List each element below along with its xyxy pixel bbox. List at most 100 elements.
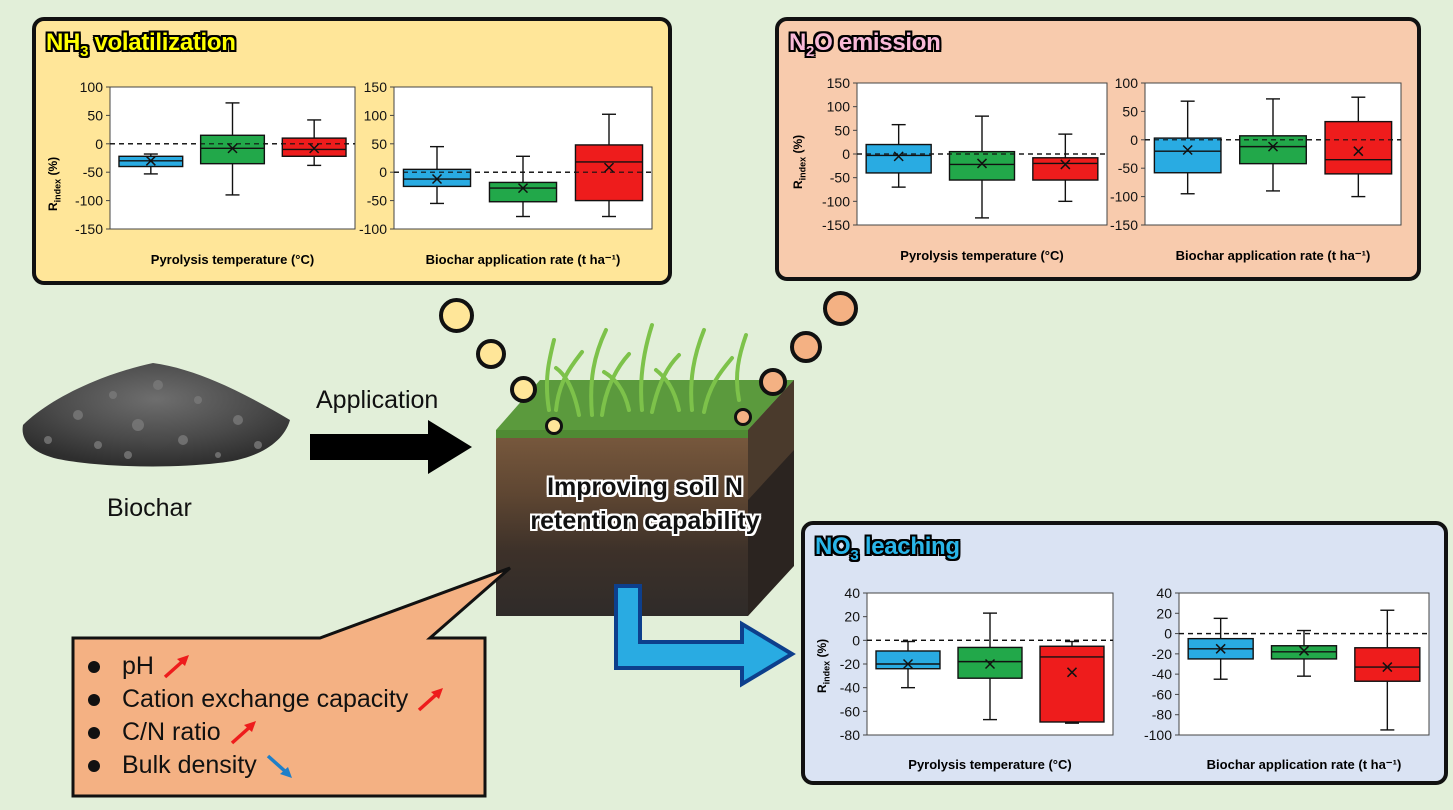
- y-tick-label: -80: [840, 727, 860, 743]
- y-tick-label: 100: [827, 99, 851, 115]
- y-tick-label: 0: [1130, 132, 1138, 148]
- mean-marker: [976, 158, 988, 169]
- y-tick-label: -150: [75, 221, 103, 237]
- y-tick-label: 0: [95, 136, 103, 152]
- application-label: Application: [316, 386, 439, 414]
- nh3-panel: NH3 volatilization Rindex (%) 100 50 0 -50 -…: [32, 17, 672, 285]
- no3-title: NO3 leaching: [815, 533, 960, 564]
- y-tick-label: 40: [1156, 585, 1172, 601]
- box-iqr: [1032, 157, 1099, 181]
- box-iqr: [948, 150, 1016, 181]
- no3-chart-rate: 40 20 0 -20 -40 -60 -80 -100: [1144, 585, 1430, 743]
- biochar-label: Biochar: [107, 494, 192, 522]
- box-iqr: [1039, 645, 1105, 723]
- mean-marker: [1066, 667, 1078, 678]
- y-tick-label: -40: [840, 680, 860, 696]
- box-iqr: [1239, 135, 1307, 165]
- soil-caption-line2: retention capability: [530, 507, 760, 535]
- mean-marker: [1267, 141, 1279, 152]
- y-tick-label: -20: [1152, 646, 1172, 662]
- y-tick-label: -80: [1152, 707, 1172, 723]
- box-iqr: [281, 137, 347, 157]
- y-tick-label: 50: [87, 107, 103, 123]
- y-tick-label: -50: [83, 164, 103, 180]
- y-tick-label: 150: [827, 75, 851, 91]
- nh3-bubble-3: [510, 376, 537, 403]
- no3-ylabel: Rindex (%): [815, 638, 832, 693]
- box-iqr: [865, 143, 932, 174]
- y-tick-label: -100: [359, 221, 387, 237]
- y-tick-label: -100: [1144, 727, 1172, 743]
- y-tick-label: 150: [364, 79, 388, 95]
- mean-marker: [431, 173, 443, 185]
- mean-marker: [227, 143, 238, 154]
- mean-marker: [902, 658, 914, 670]
- mean-marker: [145, 155, 156, 166]
- mean-marker: [1060, 159, 1071, 170]
- application-arrow: [310, 420, 472, 474]
- y-tick-label: -20: [840, 656, 860, 672]
- bullet-dot: [88, 660, 100, 673]
- y-tick-label: 20: [1156, 605, 1172, 621]
- leaching-arrow: [614, 584, 796, 688]
- y-tick-label: 0: [379, 164, 387, 180]
- y-tick-label: 0: [1164, 626, 1172, 642]
- y-tick-label: 50: [371, 136, 387, 152]
- mean-marker: [1382, 662, 1393, 673]
- mean-marker: [1215, 643, 1226, 654]
- increase-arrow-icon: [230, 720, 256, 744]
- nh3-xlabel-temperature: Pyrolysis temperature (°C): [150, 252, 315, 267]
- biochar-pile-illustration: [22, 363, 290, 467]
- bullet-dot: [88, 759, 100, 772]
- no3-xlabel-rate: Biochar application rate (t ha⁻¹): [1206, 757, 1402, 772]
- y-tick-label: -40: [1152, 666, 1172, 682]
- nh3-title: NH3 volatilization: [46, 29, 236, 60]
- y-tick-label: -60: [1152, 686, 1172, 702]
- soil-block-illustration: [496, 323, 794, 616]
- mean-marker: [603, 162, 615, 173]
- nh3-bubble-1: [439, 298, 474, 333]
- y-tick-label: -100: [1110, 189, 1138, 205]
- y-tick-label: -150: [822, 217, 850, 233]
- property-bulk-density: Bulk density: [88, 749, 446, 782]
- y-tick-label: -100: [75, 193, 103, 209]
- y-tick-label: -100: [822, 193, 850, 209]
- box-iqr: [199, 134, 266, 165]
- nh3-xlabel-rate: Biochar application rate (t ha⁻¹): [425, 252, 621, 267]
- soil-caption: Improving soil N retention capability: [500, 470, 790, 538]
- mean-marker: [1182, 144, 1193, 156]
- callout-pointer: [71, 566, 511, 798]
- nh3-ylabel: Rindex (%): [46, 156, 63, 211]
- box-iqr: [957, 646, 1023, 679]
- no3-panel: NO3 leaching Rindex (%) 40 20 0 -20 -40 -60 -8…: [801, 521, 1448, 785]
- box-iqr: [1153, 137, 1222, 174]
- nh3-chart-temperature: 100 50 0 -50 -100 -150: [75, 79, 356, 237]
- property-ph: pH: [88, 650, 446, 683]
- y-tick-label: 50: [834, 122, 850, 138]
- n2o-xlabel-rate: Biochar application rate (t ha⁻¹): [1175, 248, 1371, 263]
- y-tick-label: 20: [844, 609, 860, 625]
- boxplot-svg: 100 50 0 -50 -100 -150: [75, 79, 356, 237]
- y-tick-label: -50: [830, 170, 850, 186]
- bullet-dot: [88, 726, 100, 739]
- n2o-bubble-4: [734, 408, 752, 426]
- y-tick-label: 100: [80, 79, 104, 95]
- y-tick-label: 40: [844, 585, 860, 601]
- no3-xlabel-temperature: Pyrolysis temperature (°C): [908, 757, 1072, 772]
- soil-caption-line1: Improving soil N: [547, 473, 743, 501]
- mean-marker: [984, 658, 996, 670]
- n2o-bubble-3: [759, 368, 787, 396]
- soil-properties-list: pH Cation exchange capacity C/N ratio Bu…: [88, 650, 446, 782]
- y-tick-label: -50: [1118, 160, 1138, 176]
- property-cn-ratio: C/N ratio: [88, 716, 446, 749]
- n2o-xlabel-temperature: Pyrolysis temperature (°C): [900, 248, 1064, 263]
- y-tick-label: 0: [852, 632, 860, 648]
